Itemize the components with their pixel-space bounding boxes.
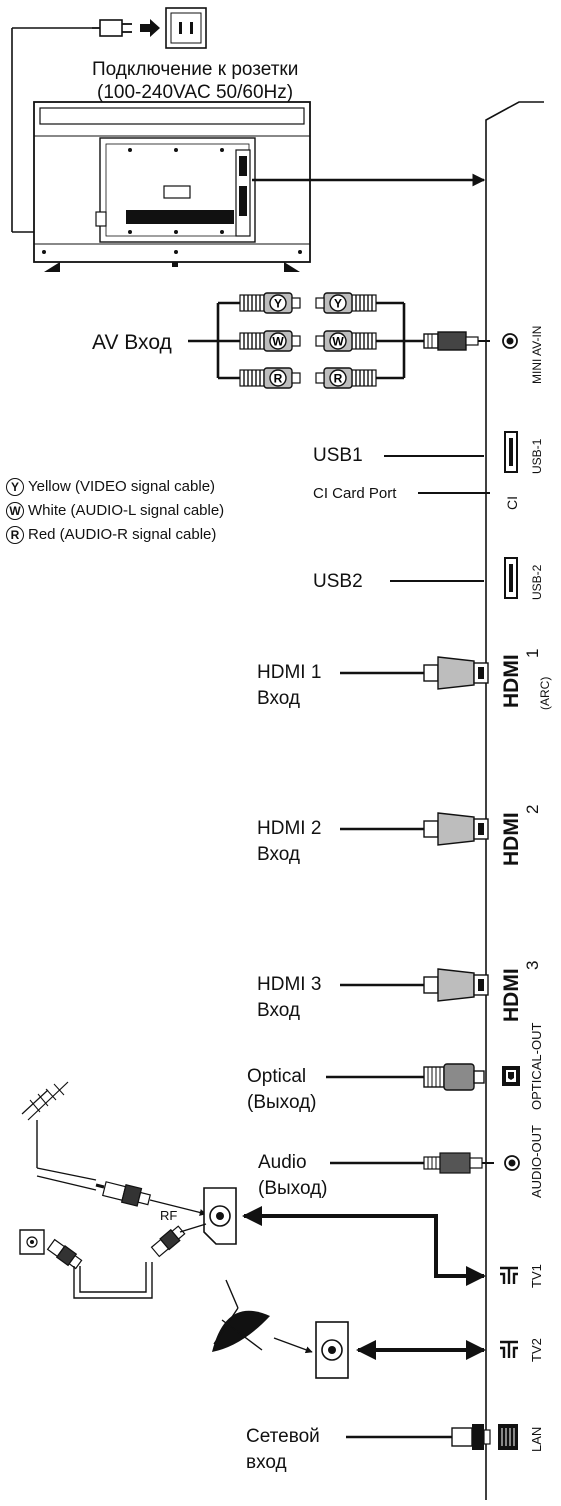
legend-y-badge: Y xyxy=(6,478,24,496)
rf-wall-outlet-icon xyxy=(203,1187,237,1245)
optical-cable xyxy=(326,1063,485,1091)
usb2-label: USB2 xyxy=(313,571,363,592)
rca-plug-right: Y xyxy=(315,292,377,314)
power-plug-icon xyxy=(11,19,160,233)
port-tv2: TV2 xyxy=(529,1338,544,1362)
legend-w-text: White (AUDIO-L signal cable) xyxy=(28,502,225,519)
tv2-port-icon xyxy=(500,1340,518,1358)
hdmi2-logo: HDMI xyxy=(500,812,523,866)
rca-plug-right: R xyxy=(315,367,377,389)
hdmi2-label-line1: HDMI 2 xyxy=(257,818,322,839)
lan-label-line1: Сетевой xyxy=(246,1426,320,1447)
rca-plug-letter: Y xyxy=(274,297,282,311)
lan-label-line2: вход xyxy=(246,1452,287,1473)
legend-white: W White (AUDIO-L signal cable) xyxy=(6,500,224,522)
rf-label: RF xyxy=(160,1208,178,1223)
audio-label-line1: Audio xyxy=(258,1152,307,1173)
port-tv1: TV1 xyxy=(529,1264,544,1288)
loop-cable xyxy=(19,1223,207,1299)
port-mini-av-in: MINI AV-IN xyxy=(530,325,544,384)
hdmi-plug-3 xyxy=(423,968,489,1002)
ci-card-label: CI Card Port xyxy=(313,485,397,502)
rca-plug-left: W xyxy=(239,330,301,352)
av-cables: Y Y W W R R xyxy=(188,292,424,389)
hdmi1-arc: (ARC) xyxy=(538,676,552,710)
legend-w-badge: W xyxy=(6,502,24,520)
tv-side-panel xyxy=(485,101,544,1500)
port-optical-out: OPTICAL-OUT xyxy=(529,1022,544,1110)
hdmi3-logo: HDMI xyxy=(500,968,523,1022)
rf-cable xyxy=(95,1181,207,1216)
lan-cable xyxy=(346,1424,491,1450)
hdmi3-number: 3 xyxy=(523,960,542,970)
rca-plug-right: W xyxy=(315,330,377,352)
tv-back-illustration xyxy=(33,101,311,272)
hdmi-plug-2 xyxy=(423,812,489,846)
port-lan: LAN xyxy=(529,1426,544,1452)
legend-yellow: Y Yellow (VIDEO signal cable) xyxy=(6,476,215,498)
rca-plug-letter: Y xyxy=(334,297,342,311)
optical-out-port-icon xyxy=(502,1066,520,1086)
tv1-port-icon xyxy=(500,1266,518,1284)
audio-cable xyxy=(330,1152,494,1174)
hdmi-plug-1 xyxy=(423,656,489,690)
av-input-label: AV Вход xyxy=(92,331,172,354)
mini-av-in-port-icon xyxy=(502,333,518,349)
legend-r-badge: R xyxy=(6,526,24,544)
hdmi1-label-line1: HDMI 1 xyxy=(257,662,322,683)
hdmi3-label-line2: Вход xyxy=(257,1000,300,1021)
power-label-line2: (100-240VAC 50/60Hz) xyxy=(97,82,294,103)
legend-y-text: Yellow (VIDEO signal cable) xyxy=(28,478,216,495)
lan-port-icon xyxy=(498,1424,518,1450)
power-label-line1: Подключение к розетки xyxy=(92,59,299,80)
optical-label-line1: Optical xyxy=(247,1066,307,1087)
legend-r-text: Red (AUDIO-R signal cable) xyxy=(28,526,217,543)
wall-socket-icon xyxy=(165,7,207,49)
optical-label-line2: (Выход) xyxy=(247,1092,317,1113)
rca-plug-left: R xyxy=(239,367,301,389)
port-usb1: USB-1 xyxy=(530,438,544,474)
hdmi2-label-line2: Вход xyxy=(257,844,300,865)
hdmi1-number: 1 xyxy=(523,648,542,658)
rca-plug-letter: R xyxy=(334,372,343,386)
hdmi1-label-line2: Вход xyxy=(257,688,300,709)
port-ci: CI xyxy=(504,496,520,510)
audio-out-port-icon xyxy=(504,1155,520,1171)
rca-plug-letter: W xyxy=(272,335,284,349)
hdmi2-number: 2 xyxy=(523,804,542,814)
port-usb2: USB-2 xyxy=(530,564,544,600)
hdmi3-label-line1: HDMI 3 xyxy=(257,974,322,995)
tv1-arrow-path xyxy=(242,1206,486,1286)
usb1-label: USB1 xyxy=(313,445,363,466)
mini-av-jack-plug xyxy=(423,331,490,351)
legend-red: R Red (AUDIO-R signal cable) xyxy=(6,524,216,546)
hdmi1-logo: HDMI xyxy=(500,654,523,708)
satellite-dish-icon xyxy=(212,1279,313,1354)
rca-plug-left: Y xyxy=(239,292,301,314)
antenna-icon xyxy=(21,1081,97,1191)
satellite-outlet-icon xyxy=(315,1321,349,1379)
audio-label-line2: (Выход) xyxy=(258,1178,328,1199)
rca-plug-letter: W xyxy=(332,335,344,349)
port-audio-out: AUDIO-OUT xyxy=(529,1125,544,1198)
rca-plug-letter: R xyxy=(274,372,283,386)
